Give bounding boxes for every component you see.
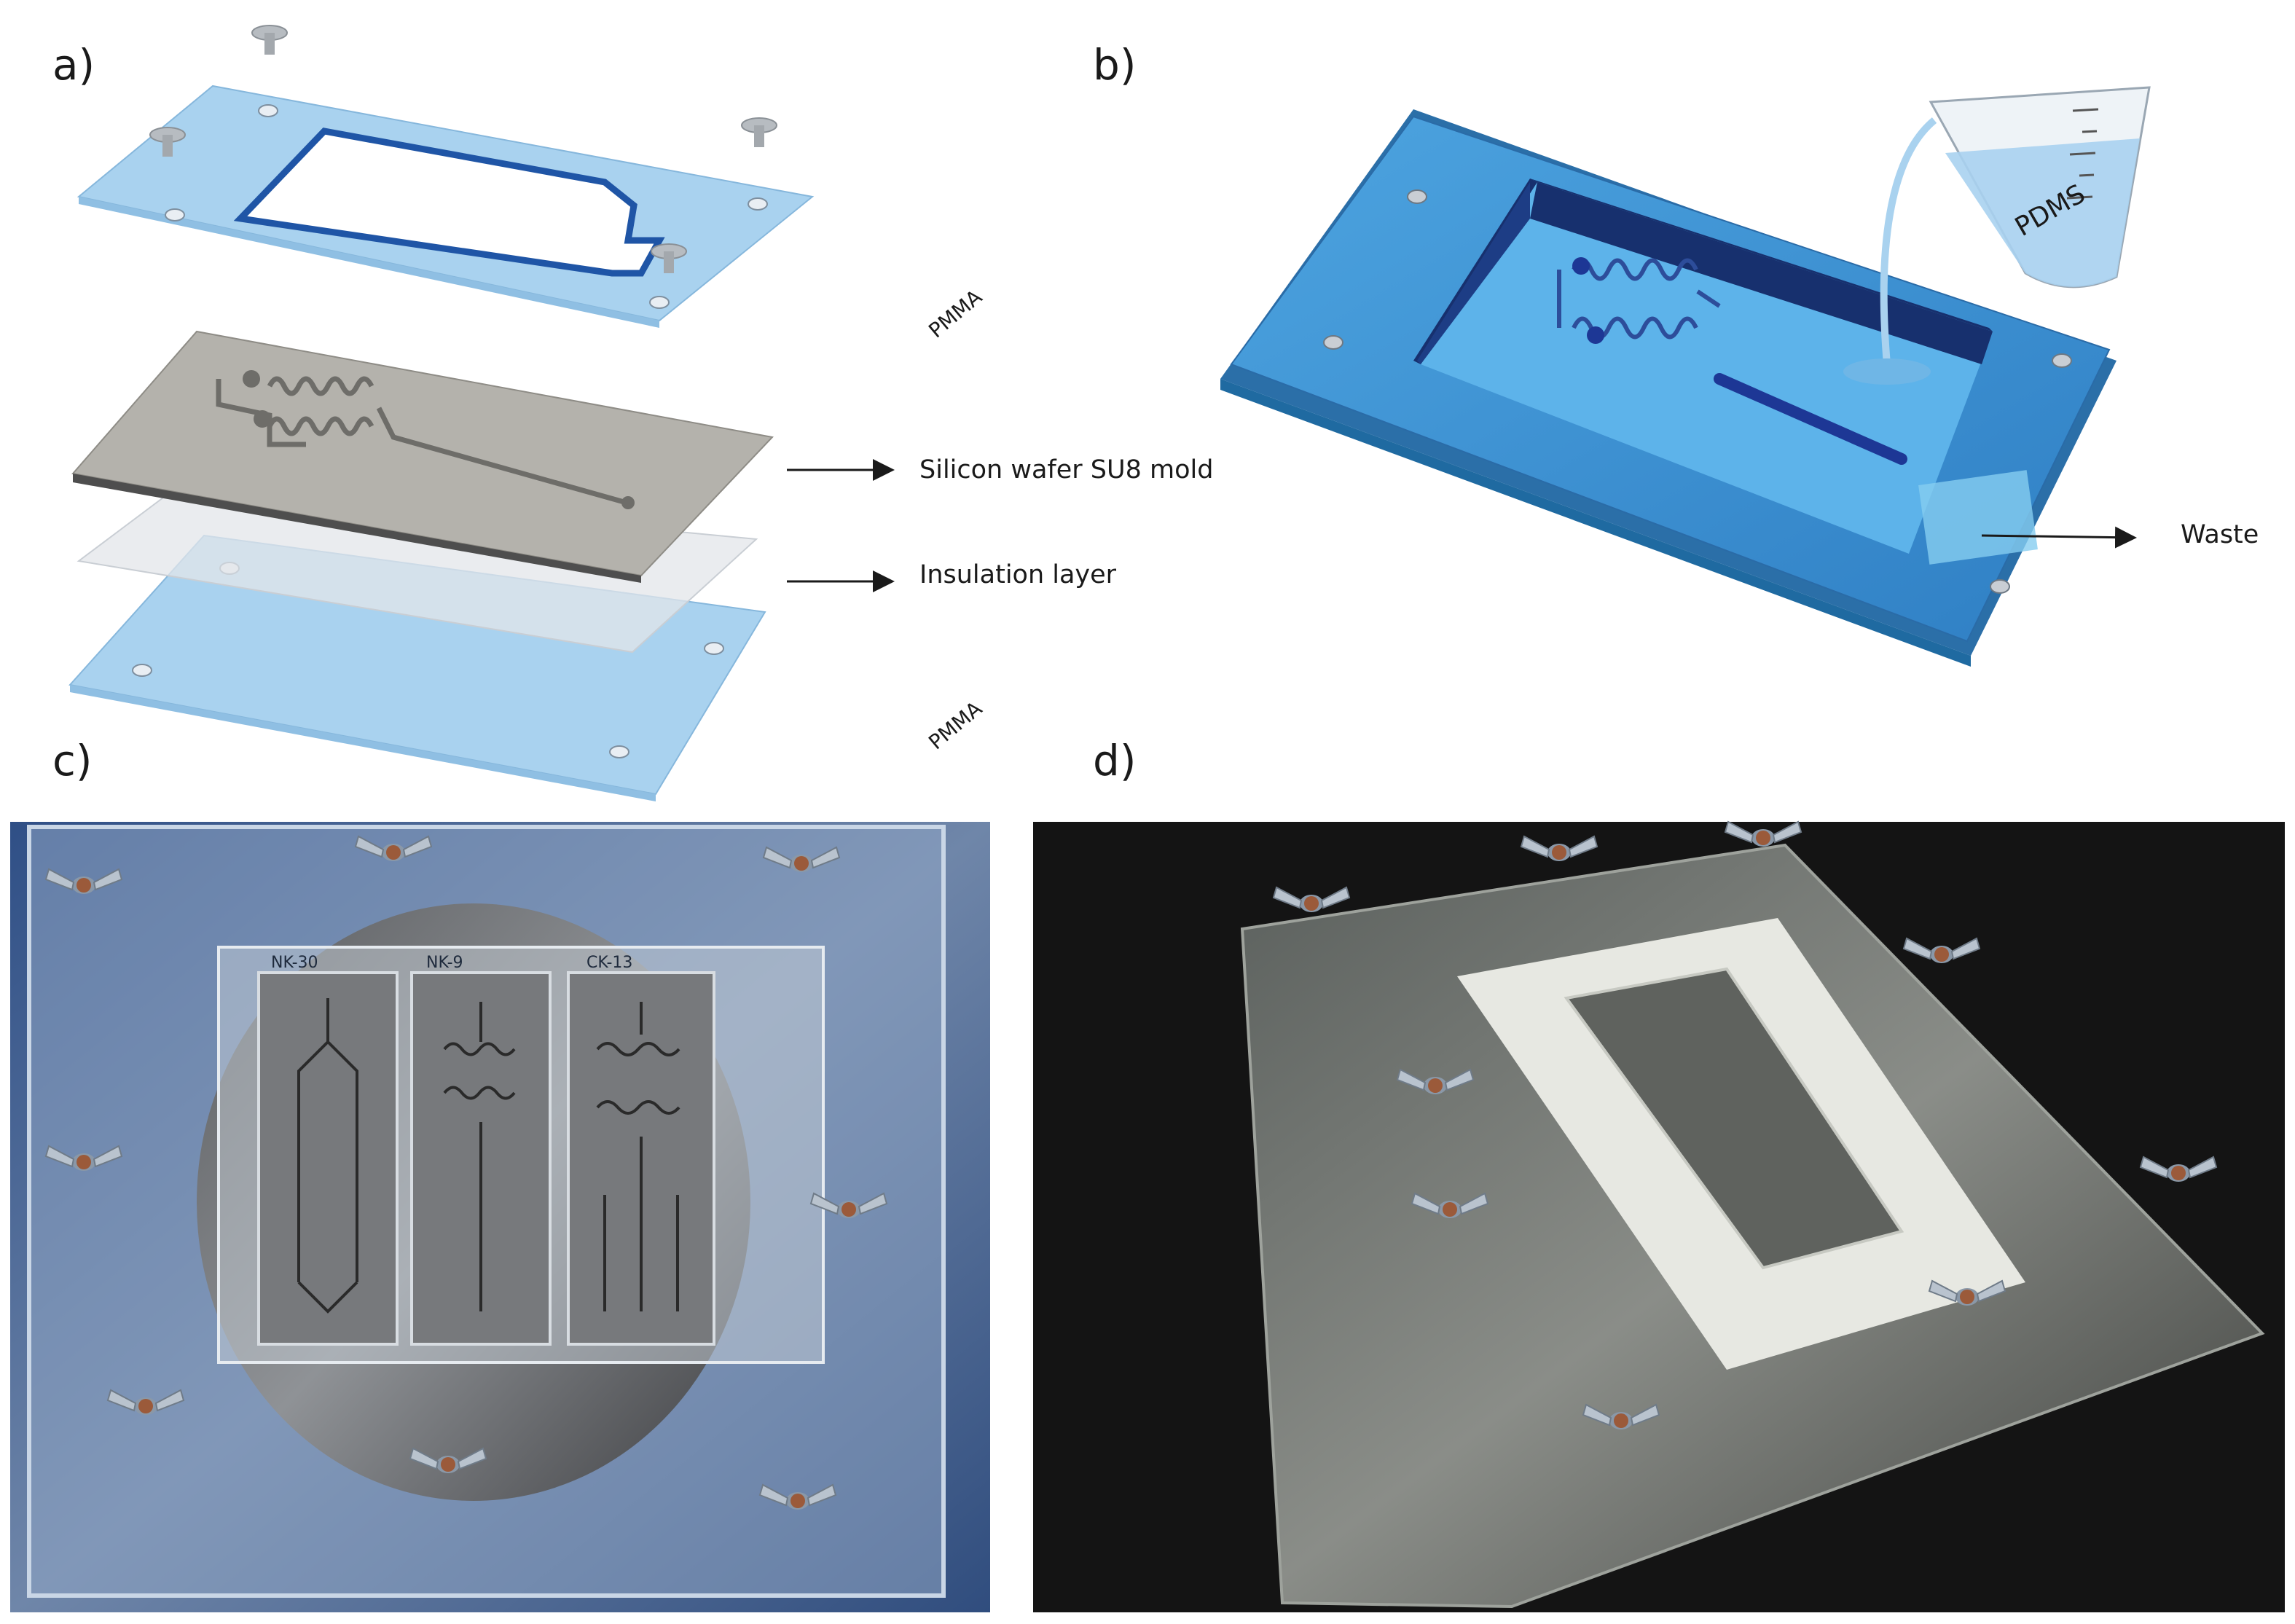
- label-pmma-top: PMMA: [924, 285, 986, 343]
- pdms-cavity: [1421, 182, 1993, 554]
- panel-c-photo: NK-30 NK-9 CK-13: [10, 822, 990, 1612]
- panel-d-photo: [1033, 821, 2285, 1612]
- label-insulation-layer: Insulation layer: [919, 560, 1117, 589]
- arrow-waste: [1981, 526, 2137, 549]
- pmma-frame-window: [233, 128, 665, 277]
- mold-main-channel: [1714, 373, 1907, 465]
- screw-hole: [748, 197, 768, 211]
- screw-head: [1990, 579, 2010, 594]
- screw-hole: [132, 664, 152, 677]
- mask-label-1: NK-30: [271, 954, 318, 972]
- panel-label-a: a): [52, 40, 95, 90]
- label-pmma-bottom: PMMA: [924, 697, 986, 755]
- screw-head: [1323, 335, 1343, 350]
- mask-label-2: NK-9: [426, 954, 463, 972]
- screw-hole: [609, 745, 629, 758]
- mask-label-3: CK-13: [586, 954, 632, 972]
- panel-label-c: c): [52, 736, 93, 785]
- panel-b-mold-casting: PDMS Waste: [1220, 86, 2259, 667]
- screw-hole: [258, 104, 278, 117]
- panel-a-exploded-view: PMMA PMMA Silicon wafer SU8 mold Insulat…: [68, 25, 1213, 801]
- screw-hole: [165, 208, 185, 221]
- waste-reservoir: [1918, 470, 2038, 565]
- panel-label-b: b): [1093, 40, 1137, 90]
- pdms-pool: [1843, 358, 1931, 385]
- beaker-pdms: [1929, 86, 2151, 289]
- label-silicon-wafer: Silicon wafer SU8 mold: [919, 455, 1213, 485]
- screw-head: [2052, 353, 2072, 368]
- screw: [741, 117, 777, 147]
- panel-label-d: d): [1093, 736, 1137, 785]
- label-waste: Waste: [2181, 520, 2259, 549]
- mold-window: [1564, 967, 1904, 1270]
- screw-hole: [649, 296, 670, 309]
- pdms-stream: [1880, 117, 1937, 365]
- channel-patterns-c: [297, 998, 680, 1314]
- silicon-wafer-mold: [71, 330, 774, 577]
- screw-hole: [704, 642, 724, 655]
- screw: [251, 25, 288, 55]
- screw: [651, 243, 687, 273]
- screw-head: [1407, 189, 1427, 204]
- screw: [149, 127, 186, 157]
